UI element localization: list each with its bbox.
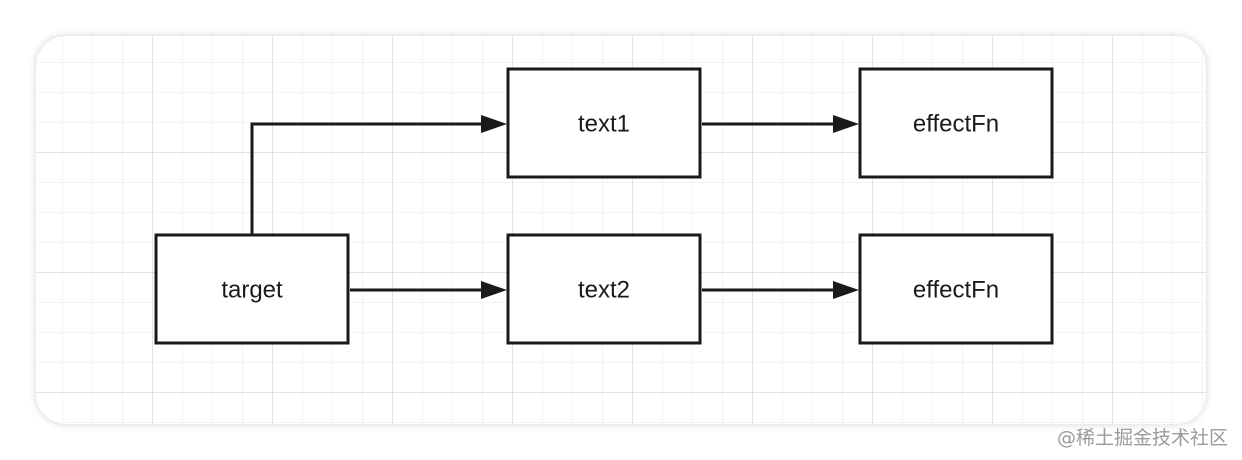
node-effectfn-top: effectFn bbox=[858, 67, 1054, 179]
edge-target-text2 bbox=[350, 281, 507, 299]
node-text1-label: text1 bbox=[578, 111, 630, 138]
node-effectfn-top-label: effectFn bbox=[913, 111, 999, 138]
edge-text1-effect1 bbox=[702, 115, 859, 133]
node-text1: text1 bbox=[506, 67, 702, 179]
node-text2: text2 bbox=[506, 233, 702, 345]
node-effectfn-bottom-label: effectFn bbox=[913, 277, 999, 304]
watermark: @稀土掘金技术社区 bbox=[1056, 427, 1228, 449]
node-text2-label: text2 bbox=[578, 277, 630, 304]
node-target-label: target bbox=[221, 277, 283, 304]
node-effectfn-bottom: effectFn bbox=[858, 233, 1054, 345]
edge-text2-effect2 bbox=[702, 281, 859, 299]
node-target: target bbox=[154, 233, 350, 345]
edge-target-text1 bbox=[250, 115, 507, 235]
